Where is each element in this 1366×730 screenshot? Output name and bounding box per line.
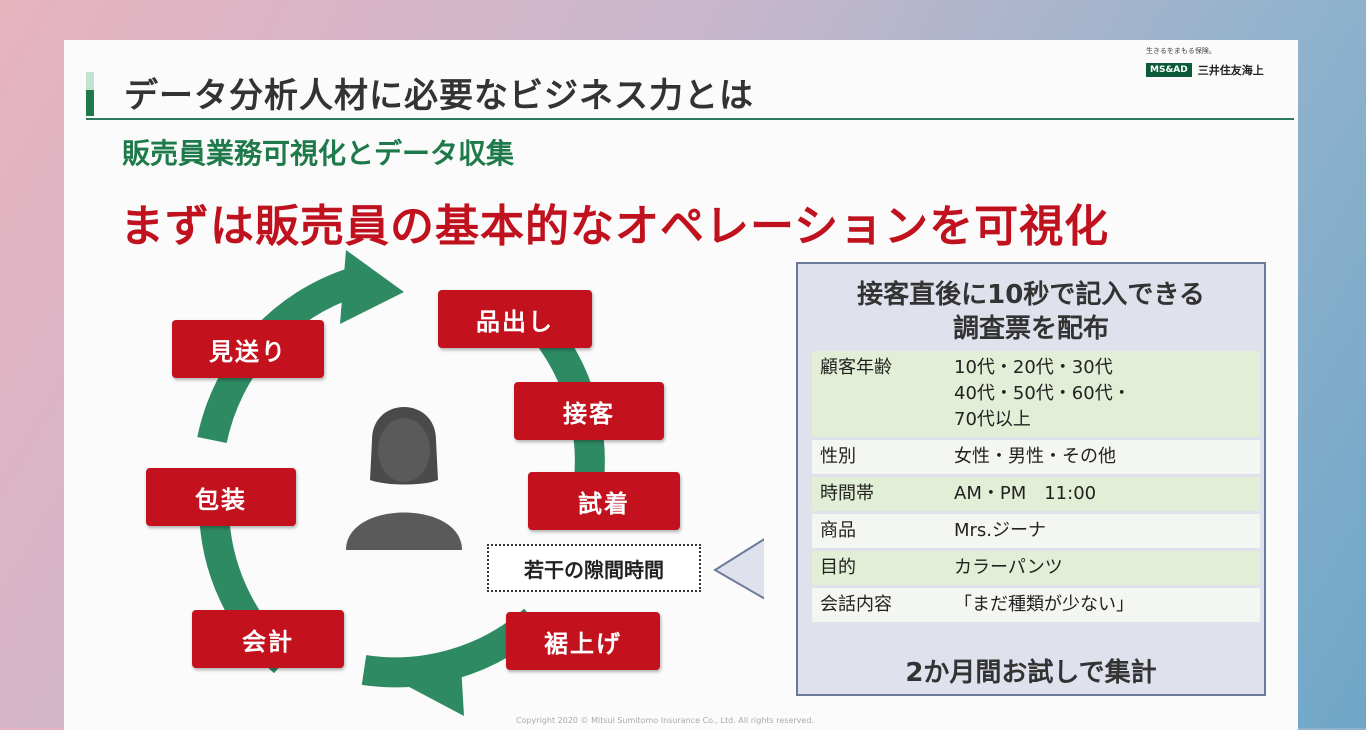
cycle-step-kaikei: 会計 [192, 610, 344, 668]
title-accent-bar [86, 72, 94, 116]
survey-value: Mrs.ジーナ [946, 514, 1260, 548]
cycle-step-sekkyaku: 接客 [514, 382, 664, 440]
survey-panel-title-line2: 調査票を配布 [952, 314, 1109, 344]
survey-row: 商品 Mrs.ジーナ [812, 514, 1260, 548]
survey-row: 時間帯 AM・PM 11:00 [812, 477, 1260, 511]
cycle-diagram [197, 250, 764, 716]
survey-key: 商品 [812, 514, 946, 548]
cycle-step-shinadashi: 品出し [438, 290, 592, 348]
survey-key: 時間帯 [812, 477, 946, 511]
survey-row: 性別 女性・男性・その他 [812, 440, 1260, 474]
survey-panel-title-line1: 接客直後に10秒で記入できる [857, 280, 1205, 310]
survey-value-line: 70代以上 [954, 409, 1031, 430]
brand-company-name: 三井住友海上 [1197, 64, 1264, 77]
survey-value-line: 40代・50代・60代・ [954, 383, 1131, 404]
survey-row: 会話内容 「まだ種類が少ない」 [812, 588, 1260, 622]
survey-key: 性別 [812, 440, 946, 474]
brand-logo: 生きるをまもる保険。 MS&AD 三井住友海上 [1146, 46, 1296, 78]
survey-value-line: 10代・20代・30代 [954, 357, 1113, 378]
panel-callout-pointer [713, 538, 764, 600]
survey-value: 女性・男性・その他 [946, 440, 1260, 474]
survey-table: 顧客年齢 10代・20代・30代 40代・50代・60代・ 70代以上 性別 女… [812, 348, 1260, 625]
slide: データ分析人材に必要なビジネス力とは 生きるをまもる保険。 MS&AD 三井住友… [64, 40, 1298, 730]
person-silhouette-icon [346, 407, 462, 550]
survey-row: 目的 カラーパンツ [812, 551, 1260, 585]
survey-row: 顧客年齢 10代・20代・30代 40代・50代・60代・ 70代以上 [812, 351, 1260, 437]
survey-value: 10代・20代・30代 40代・50代・60代・ 70代以上 [946, 351, 1260, 437]
cycle-arrowhead-bottom [396, 648, 464, 716]
cycle-step-shichaku: 試着 [528, 472, 680, 530]
survey-value: カラーパンツ [946, 551, 1260, 585]
survey-panel-footer: 2か月間お試しで集計 [905, 658, 1157, 688]
survey-key: 会話内容 [812, 588, 946, 622]
copyright-notice: Copyright 2020 © Mitsui Sumitomo Insuran… [516, 716, 814, 725]
brand-tagline: 生きるをまもる保険。 [1146, 47, 1216, 55]
survey-key: 顧客年齢 [812, 351, 946, 437]
cycle-arrowhead-top [340, 250, 404, 324]
slide-subtitle: 販売員業務可視化とデータ収集 [122, 137, 515, 170]
survey-panel: 接客直後に10秒で記入できる 調査票を配布 顧客年齢 10代・20代・30代 4… [796, 262, 1266, 696]
survey-value: AM・PM 11:00 [946, 477, 1260, 511]
slide-headline: まずは販売員の基本的なオペレーションを可視化 [120, 201, 1110, 252]
cycle-step-miokuri: 見送り [172, 320, 324, 378]
gap-time-label: 若干の隙間時間 [487, 544, 701, 592]
cycle-step-susoage: 裾上げ [506, 612, 660, 670]
slide-title: データ分析人材に必要なビジネス力とは [124, 76, 754, 116]
cycle-step-housou: 包装 [146, 468, 296, 526]
brand-group-mark: MS&AD [1146, 63, 1192, 77]
title-divider [86, 118, 1294, 120]
survey-value: 「まだ種類が少ない」 [946, 588, 1260, 622]
survey-key: 目的 [812, 551, 946, 585]
title-accent-highlight [86, 72, 94, 90]
